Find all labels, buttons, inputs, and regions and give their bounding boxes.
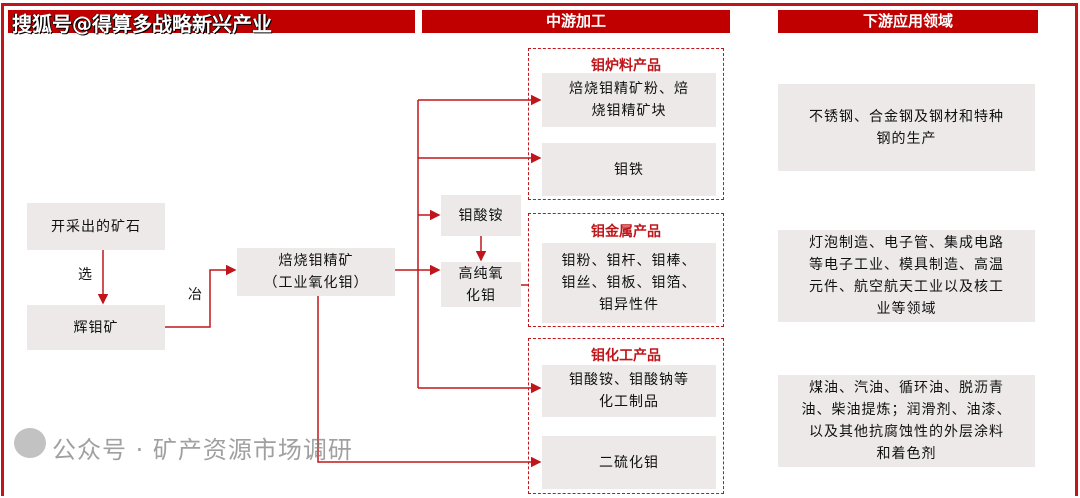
watermark-top: 搜狐号@得算多战略新兴产业	[12, 12, 272, 36]
group-title: 钼炉料产品	[591, 58, 661, 74]
concentrate-box: 焙烧钼精矿 （工业氧化钼）	[237, 248, 395, 296]
product-box: 钼铁	[542, 143, 716, 196]
select-label: 选	[78, 267, 92, 283]
header-downstream: 下游应用领域	[778, 10, 1038, 33]
group-title: 钼化工产品	[591, 348, 661, 364]
group-furnace-products: 钼炉料产品	[528, 48, 724, 200]
group-title: 钼金属产品	[591, 224, 661, 240]
application-box: 灯泡制造、电子管、集成电路 等电子工业、模具制造、高温 元件、航空航天工业以及核…	[778, 230, 1035, 322]
product-box: 焙烧钼精矿粉、焙 烧钼精矿块	[542, 73, 716, 127]
smelt-label: 冶	[188, 287, 202, 303]
high-purity-oxide-box: 高纯氧 化钼	[441, 262, 521, 307]
header-upstream	[8, 10, 415, 33]
application-box: 不锈钢、合金钢及钢材和特种 钢的生产	[778, 84, 1035, 171]
product-box: 二硫化钼	[542, 436, 716, 489]
application-box: 煤油、汽油、循环油、脱沥青 油、柴油提炼；润滑剂、油漆、 以及其他抗腐蚀性的外层…	[778, 375, 1035, 467]
group-chemical-products: 钼化工产品	[528, 338, 724, 494]
wechat-icon	[14, 428, 46, 458]
watermark-bottom: 公众号 · 矿产资源市场调研	[52, 436, 353, 464]
header-midstream: 中游加工	[422, 10, 730, 33]
molybdenite-box: 辉钼矿	[27, 305, 165, 350]
ammonium-molybdate-box: 钼酸铵	[441, 195, 521, 236]
group-metal-products: 钼金属产品	[528, 213, 724, 327]
product-box: 钼粉、钼杆、钼棒、 钼丝、钼板、钼箔、 钼异性件	[542, 243, 716, 323]
product-box: 钼酸铵、钼酸钠等 化工制品	[542, 365, 716, 417]
ore-box: 开采出的矿石	[27, 203, 165, 250]
outer-frame	[1, 3, 1078, 496]
